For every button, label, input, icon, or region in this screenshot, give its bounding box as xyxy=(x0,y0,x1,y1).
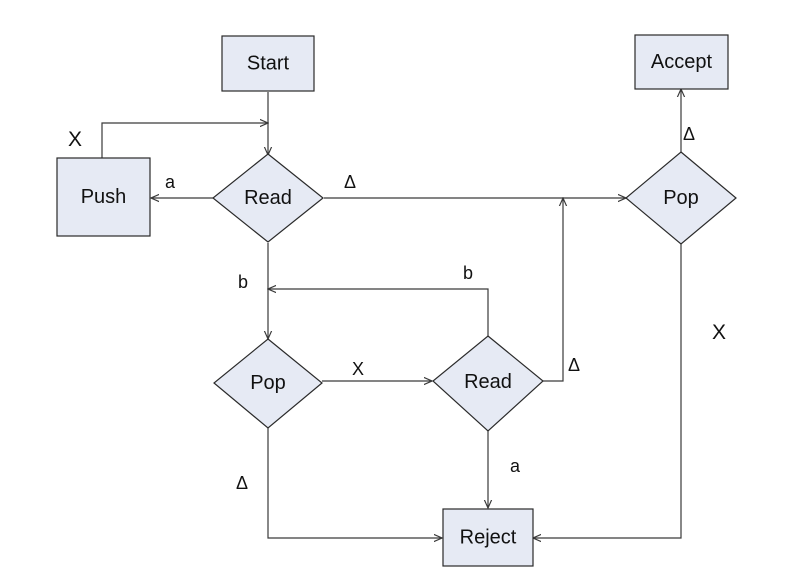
node-pop-right-label: Pop xyxy=(663,187,699,209)
edge-pop-mid-to-reject xyxy=(267,428,442,538)
node-accept-label: Accept xyxy=(651,51,713,73)
label-read-to-pop-right: Δ xyxy=(344,172,356,192)
node-pop-right: Pop xyxy=(625,151,737,245)
edge-push-loop xyxy=(101,123,268,158)
label-pop-right-to-accept: Δ xyxy=(683,124,695,144)
label-read-to-pop-mid: b xyxy=(238,272,248,292)
node-start: Start xyxy=(221,35,315,92)
edge-read-mid-loop-back xyxy=(268,289,489,337)
label-read-to-push: a xyxy=(165,172,176,192)
node-push-label: Push xyxy=(81,186,127,208)
edge-read-mid-to-pop-right xyxy=(543,198,563,382)
node-read-top: Read xyxy=(212,153,324,243)
node-reject: Reject xyxy=(442,508,534,567)
node-read-mid-label: Read xyxy=(464,371,512,393)
node-read-mid: Read xyxy=(432,335,544,432)
node-reject-label: Reject xyxy=(460,527,517,549)
node-read-top-label: Read xyxy=(244,187,292,209)
node-push: Push xyxy=(56,157,151,237)
label-read-mid-loop-back: b xyxy=(463,263,473,283)
edge-pop-right-to-reject xyxy=(533,243,682,538)
label-pop-right-to-reject: X xyxy=(712,321,726,344)
node-accept: Accept xyxy=(634,34,729,90)
node-pop-mid-label: Pop xyxy=(250,372,286,394)
label-read-mid-to-pop-right: Δ xyxy=(568,355,580,375)
label-read-mid-to-reject: a xyxy=(510,456,521,476)
node-pop-mid: Pop xyxy=(213,338,323,429)
label-pop-mid-to-reject: Δ xyxy=(236,473,248,493)
label-pop-mid-to-read-mid: X xyxy=(352,359,364,379)
label-push-loop: X xyxy=(68,128,82,151)
node-start-label: Start xyxy=(247,53,290,75)
